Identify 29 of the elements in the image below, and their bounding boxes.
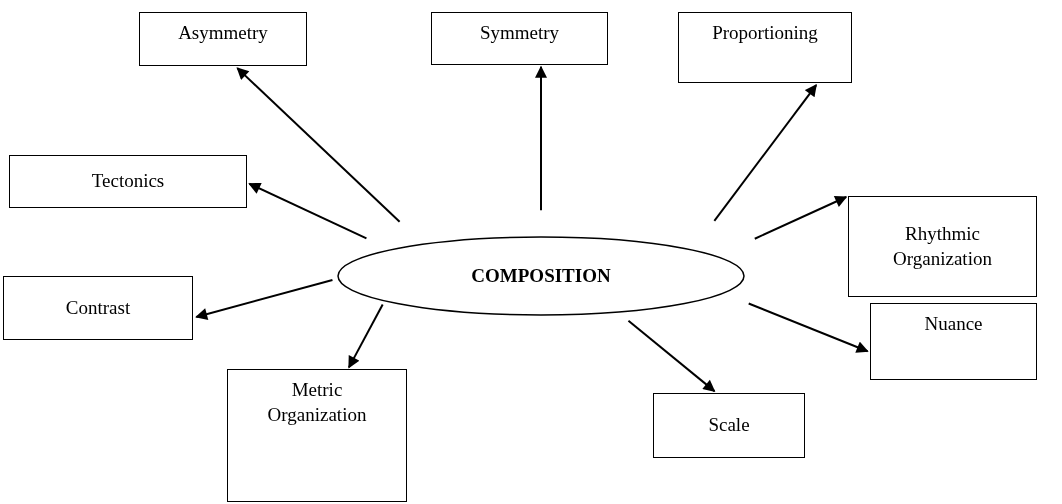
concept-box — [653, 393, 805, 458]
ellipse-node — [337, 236, 745, 316]
concept-label: Scale — [708, 413, 750, 438]
concept-box — [227, 369, 407, 502]
arrow — [236, 67, 401, 223]
concept-box — [870, 303, 1037, 380]
concept-label: Asymmetry — [178, 21, 268, 45]
concept-label: Rhythmic Organization — [892, 221, 993, 271]
concept-box — [848, 196, 1037, 297]
arrow — [753, 196, 848, 240]
concept-label: Nuance — [924, 312, 983, 336]
concept-label: Symmetry — [479, 21, 560, 45]
title-label: COMPOSITION — [471, 263, 611, 288]
concept-box — [678, 12, 852, 83]
concept-label: Metric Organization — [266, 378, 368, 427]
concept-label: Contrast — [65, 295, 131, 320]
concept-box — [9, 155, 247, 208]
concept-label: Tectonics — [91, 169, 165, 194]
concept-box — [139, 12, 307, 66]
concept-label: Proportioning — [712, 21, 818, 45]
arrow — [747, 302, 869, 353]
arrow — [347, 303, 384, 369]
arrow — [248, 182, 368, 240]
arrow — [535, 65, 547, 212]
concept-box — [431, 12, 608, 65]
concept-box — [3, 276, 193, 340]
arrow — [195, 279, 334, 320]
arrow — [713, 84, 818, 222]
arrow — [627, 319, 716, 393]
